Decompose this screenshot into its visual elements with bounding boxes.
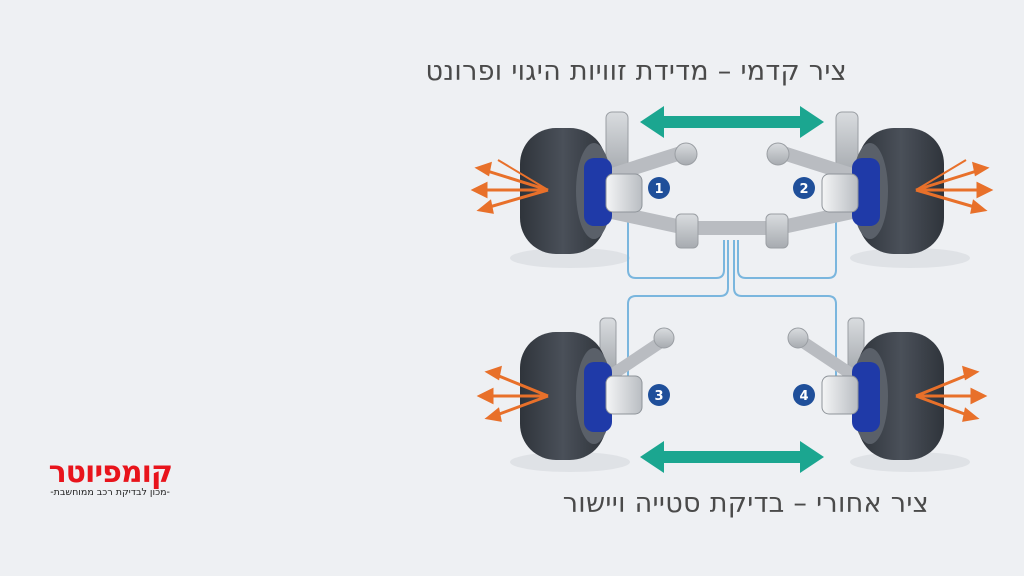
force-arrows-icon bbox=[470, 159, 549, 214]
logo-name: קומפיוטר bbox=[48, 455, 173, 490]
wheel-rear-left bbox=[520, 332, 643, 460]
rear-axle-caption: ציר אחורי – בדיקת סטייה ויישור bbox=[562, 488, 929, 519]
wheel-rear-right bbox=[821, 332, 944, 460]
force-arrows-icon bbox=[915, 365, 988, 422]
svg-text:1: 1 bbox=[654, 182, 663, 197]
double-arrow-icon bbox=[640, 441, 824, 473]
svg-text:3: 3 bbox=[654, 389, 663, 404]
wheel-badge-3: 3 bbox=[648, 384, 670, 406]
front-axle bbox=[605, 111, 859, 249]
rear-axle bbox=[599, 317, 865, 378]
svg-text:4: 4 bbox=[799, 389, 808, 404]
sensor-cables bbox=[627, 212, 837, 378]
logo-tagline: -מכון לבדיקת רכב ממוחשבת- bbox=[50, 487, 170, 498]
wheel-front-right bbox=[821, 128, 944, 254]
svg-text:2: 2 bbox=[799, 182, 808, 197]
front-axle-caption: ציר קדמי – מדידת זוויות היגוי ופרונט bbox=[425, 56, 847, 87]
wheel-front-left bbox=[520, 128, 643, 254]
wheel-badge-4: 4 bbox=[793, 384, 815, 406]
wheel-badge-1: 1 bbox=[648, 177, 670, 199]
brand-logo: קומפיוטר -מכון לבדיקת רכב ממוחשבת- bbox=[22, 455, 173, 499]
force-arrows-icon bbox=[915, 159, 994, 214]
force-arrows-icon bbox=[476, 365, 549, 422]
wheel-badge-2: 2 bbox=[793, 177, 815, 199]
double-arrow-icon bbox=[640, 106, 824, 138]
